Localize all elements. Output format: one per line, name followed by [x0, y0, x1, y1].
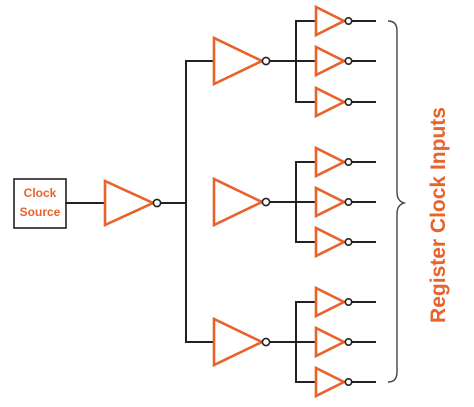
clock-source-box [13, 178, 67, 229]
buffer-leaf-triangle [314, 85, 347, 119]
buffer-leaf-bubble [344, 377, 353, 386]
buffer-leaf-triangle [314, 145, 347, 179]
buffer-leaf-triangle [314, 285, 347, 319]
buffer-leaf-1 [314, 4, 353, 38]
buffer-level1-top-bubble [261, 56, 271, 66]
buffer-leaf-triangle [314, 4, 347, 38]
clock-wires [65, 20, 376, 383]
buffer-leaf-bubble [344, 337, 353, 346]
buffer-level1-middle-bubble [261, 197, 271, 207]
buffer-level1-middle-triangle [212, 176, 266, 228]
buffer-leaf-4 [314, 145, 353, 179]
buffer-leaf-8 [314, 325, 353, 359]
register-clock-inputs-label: Register Clock Inputs [427, 107, 450, 323]
buffer-leaf-2 [314, 44, 353, 78]
buffer-leaf-triangle [314, 325, 347, 359]
clock-source-label-line2: Source [20, 205, 61, 219]
buffer-level1-middle [212, 176, 271, 228]
buffer-leaf-9 [314, 365, 353, 399]
buffer-level1-bottom-triangle [212, 316, 266, 368]
buffer-leaf-bubble [344, 238, 353, 247]
buffer-level1-top [212, 35, 271, 87]
buffer-leaf-bubble [344, 297, 353, 306]
buffer-leaf-7 [314, 285, 353, 319]
buffer-leaf-bubble [344, 56, 353, 65]
buffer-leaf-bubble [344, 98, 353, 107]
buffer-level1-bottom-bubble [261, 337, 271, 347]
buffer-leaf-triangle [314, 44, 347, 78]
buffer-leaf-bubble [344, 16, 353, 25]
buffer-root [103, 178, 162, 228]
buffer-root-bubble [152, 198, 162, 208]
register-inputs-brace [387, 20, 407, 383]
buffer-leaf-3 [314, 85, 353, 119]
buffer-level1-top-triangle [212, 35, 266, 87]
clock-source-label-line1: Clock [24, 186, 57, 200]
buffer-level1-bottom [212, 316, 271, 368]
buffer-root-triangle [103, 178, 157, 228]
buffer-leaf-triangle [314, 225, 347, 259]
clock-source: Clock Source [13, 178, 67, 229]
buffer-leaf-5 [314, 185, 353, 219]
buffer-leaf-triangle [314, 185, 347, 219]
buffer-leaf-triangle [314, 365, 347, 399]
buffer-leaf-bubble [344, 198, 353, 207]
buffer-leaf-bubble [344, 158, 353, 167]
buffer-leaf-6 [314, 225, 353, 259]
